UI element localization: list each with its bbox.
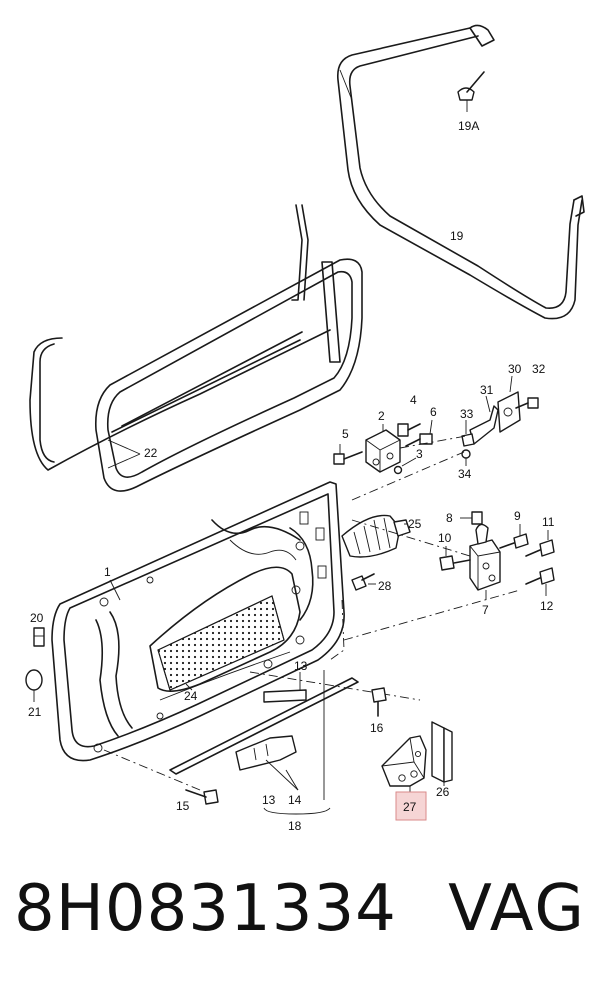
callout-8: 8: [446, 511, 453, 525]
callout-9: 9: [514, 509, 521, 523]
callout-13a: 13: [294, 659, 308, 673]
door-seal-19: [336, 24, 585, 320]
callout-19a: 19A: [458, 119, 479, 133]
bolt-6: [405, 419, 433, 447]
callout-19: 19: [450, 229, 464, 243]
align-line-strap: [351, 451, 465, 501]
callout-6: 6: [430, 405, 437, 419]
callout-20: 20: [30, 611, 44, 625]
callout-33: 33: [460, 407, 474, 421]
bolt-9: [499, 524, 529, 549]
callout-32: 32: [532, 362, 546, 376]
callout-labels: 19A 19 22 30 32 31 4 33 2 6 5 3 34 25 8 …: [28, 119, 555, 833]
guide-block-27: [381, 735, 427, 792]
pin-8: [460, 511, 483, 525]
bracket-26: [431, 721, 453, 786]
door-shell-1: [51, 481, 345, 762]
callout-4: 4: [410, 393, 417, 407]
align-line-hinge: [399, 435, 467, 449]
bolt-15: [185, 789, 219, 805]
hinge-7: [469, 523, 501, 600]
bolt-12: [525, 567, 555, 596]
exploded-door-diagram: 19A 19 22 30 32 31 4 33 2 6 5 3 34 25 8 …: [25, 24, 585, 833]
callout-10: 10: [438, 531, 452, 545]
align-line-upper: [351, 519, 471, 557]
strap-arm-31: [469, 395, 499, 445]
callout-28: 28: [378, 579, 392, 593]
callout-3: 3: [416, 447, 423, 461]
pin-33: [461, 420, 475, 447]
callout-34: 34: [458, 467, 472, 481]
align-line-lower: [343, 589, 521, 641]
boot-25: [341, 514, 411, 558]
plug-20: [33, 627, 45, 647]
callout-22: 22: [144, 446, 158, 460]
callout-26: 26: [436, 785, 450, 799]
callout-2: 2: [378, 409, 385, 423]
bolt-32: [515, 397, 539, 409]
callout-15: 15: [176, 799, 190, 813]
brand-name: VAG: [448, 872, 586, 946]
callout-18: 18: [288, 819, 302, 833]
regulator-18: [169, 670, 359, 815]
callout-7: 7: [482, 603, 489, 617]
align-line-side: [329, 599, 345, 661]
callout-31: 31: [480, 383, 494, 397]
callout-1: 1: [104, 565, 111, 579]
highlight-box-27: [395, 791, 427, 821]
check-strap-30: [497, 375, 521, 433]
callout-12: 12: [540, 599, 554, 613]
bolt-4: [397, 423, 421, 437]
callout-14: 14: [288, 793, 302, 807]
bolt-10: [439, 546, 471, 571]
part-number: 8H0831334: [14, 872, 397, 946]
window-seal-22: [29, 204, 363, 492]
align-line-bottom: [103, 749, 201, 791]
bolt-16: [371, 687, 387, 717]
bolt-11: [525, 530, 555, 557]
callout-25: 25: [408, 517, 422, 531]
callout-21: 21: [28, 705, 42, 719]
callout-13b: 13: [262, 793, 276, 807]
sound-panel-24: [157, 595, 285, 691]
footer: 8H0831334 VAG: [0, 872, 600, 982]
plug-28: [351, 573, 376, 591]
hinge-2: [365, 424, 417, 475]
callout-5: 5: [342, 427, 349, 441]
bolt-5: [333, 444, 363, 465]
callout-11: 11: [542, 515, 555, 529]
cap-21: [25, 669, 43, 702]
callout-27: 27: [403, 800, 417, 814]
callout-16: 16: [370, 721, 384, 735]
clip-19a: [457, 71, 485, 112]
callout-24: 24: [184, 689, 198, 703]
callout-30: 30: [508, 362, 522, 376]
